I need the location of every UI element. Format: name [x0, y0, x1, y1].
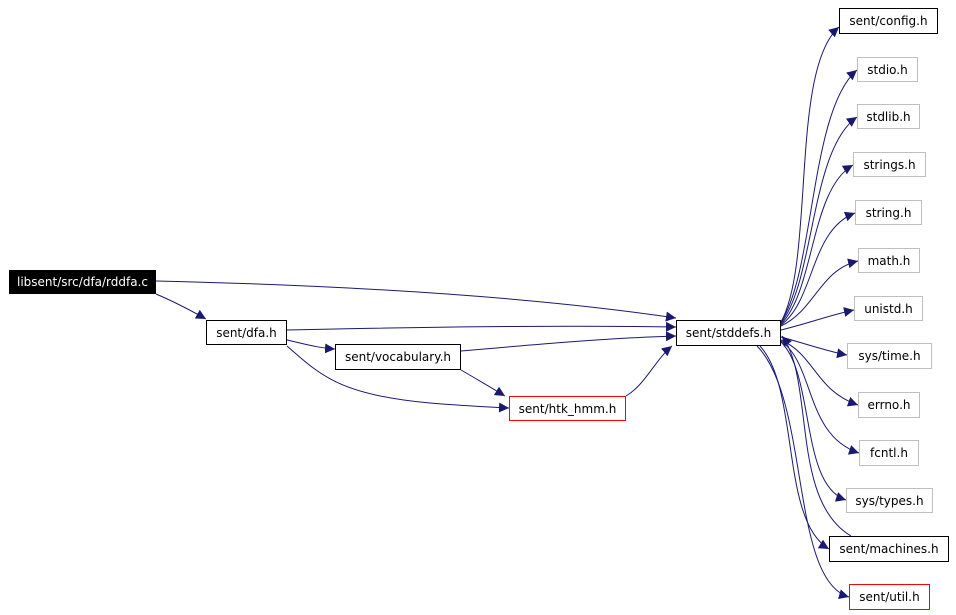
node-dfa-h[interactable]: sent/dfa.h	[206, 320, 287, 345]
edge-stddefs-to-machines	[759, 345, 830, 550]
edge-dfa-to-htk	[286, 345, 510, 413]
node-sys-time-h: sys/time.h	[847, 343, 932, 369]
node-sys-types-h: sys/types.h	[846, 488, 933, 513]
node-string-h: string.h	[855, 200, 922, 225]
node-errno-h: errno.h	[858, 392, 920, 418]
node-stddefs-h[interactable]: sent/stddefs.h	[676, 320, 781, 346]
edge-stddefs-to-string	[780, 211, 856, 326]
node-stdlib-h: stdlib.h	[857, 104, 920, 129]
node-fcntl-h: fcntl.h	[859, 440, 919, 466]
node-machines-h[interactable]: sent/machines.h	[829, 536, 949, 562]
node-strings-h: strings.h	[853, 152, 926, 177]
node-unistd-h: unistd.h	[854, 296, 923, 321]
node-vocabulary-h[interactable]: sent/vocabulary.h	[335, 344, 461, 370]
edge-vocab-to-stddefs	[460, 331, 677, 352]
edge-dfa-to-vocab	[286, 339, 336, 354]
edge-stddefs-to-unistd	[780, 307, 855, 331]
node-math-h: math.h	[858, 248, 920, 273]
node-rddfa-c[interactable]: libsent/src/dfa/rddfa.c	[9, 270, 156, 294]
edge-stddefs-to-fcntl	[780, 340, 860, 455]
node-config-h[interactable]: sent/config.h	[839, 8, 938, 34]
edge-rddfa-to-stddefs	[155, 280, 677, 322]
edge-dfa-to-stddefs	[286, 321, 677, 332]
edge-stddefs-to-strings	[780, 164, 854, 325]
edge-stddefs-to-util	[756, 345, 850, 600]
edge-stddefs-to-stdlib	[780, 116, 858, 324]
edge-stddefs-to-systypes	[780, 341, 847, 502]
edge-stddefs-to-stdio	[780, 69, 858, 323]
node-stdio-h: stdio.h	[857, 57, 918, 82]
node-htk-hmm-h[interactable]: sent/htk_hmm.h	[509, 396, 626, 421]
edge-rddfa-to-dfa	[155, 293, 207, 320]
edge-machines-to-stddefs	[781, 335, 852, 537]
edge-htk-to-stddefs	[625, 345, 673, 397]
edge-stddefs-to-math	[780, 258, 859, 327]
edge-stddefs-to-config	[780, 26, 840, 323]
edge-vocab-to-htk	[460, 369, 506, 397]
node-util-h[interactable]: sent/util.h	[849, 584, 930, 610]
